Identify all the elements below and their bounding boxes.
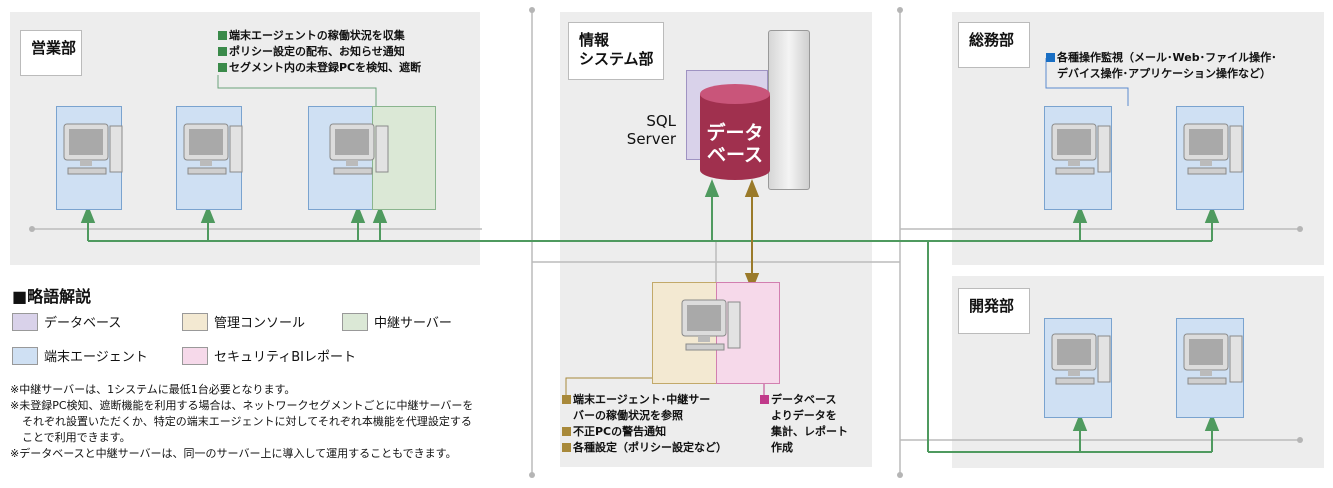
- legend-item-relay: 中継サーバー: [342, 312, 452, 331]
- report-note-3: 集計、レポート: [771, 425, 848, 438]
- green-square-icon: [218, 63, 227, 72]
- footnote-3: ※データベースと中継サーバーは、同一のサーバー上に導入して運用することもできます…: [10, 447, 457, 460]
- report-swatch: [182, 346, 208, 365]
- console-swatch: [182, 312, 208, 331]
- monitor-note-line-2: デバイス操作･アプリケーション操作など）: [1057, 67, 1271, 80]
- security-bi-report-pc: [716, 282, 780, 384]
- legend-label-relay: 中継サーバー: [374, 316, 452, 331]
- report-notes: データベース よりデータを 集計、レポート 作成: [760, 392, 848, 456]
- legend-item-agent: 端末エージェント: [12, 346, 148, 365]
- tan-square-icon: [562, 395, 571, 404]
- green-square-icon: [218, 47, 227, 56]
- footnote-1: ※中継サーバーは、1システムに最低1台必要となります。: [10, 383, 296, 396]
- legend-label-database: データベース: [44, 316, 122, 331]
- monitor-note: 各種操作監視（メール･Web･ファイル操作･ デバイス操作･アプリケーション操作…: [1046, 50, 1277, 82]
- agent-swatch: [12, 346, 38, 365]
- relay-note-3: セグメント内の未登録PCを検知、遮断: [229, 61, 422, 74]
- console-note-1a: 端末エージェント･中継サー: [573, 393, 711, 406]
- dept-label-eigyo: 営業部: [20, 30, 82, 76]
- magenta-square-icon: [760, 395, 769, 404]
- relay-note-2: ポリシー設定の配布、お知らせ通知: [229, 45, 405, 58]
- console-note-3: 各種設定（ポリシー設定など）: [573, 441, 727, 454]
- legend-item-database: データベース: [12, 312, 121, 331]
- legend-label-agent: 端末エージェント: [44, 350, 148, 365]
- legend-label-report: セキュリティBIレポート: [214, 350, 356, 365]
- report-note-1: データベース: [771, 393, 837, 406]
- tan-square-icon: [562, 443, 571, 452]
- legend-label-console: 管理コンソール: [214, 316, 306, 331]
- blue-square-icon: [1046, 53, 1055, 62]
- footnote-2: ※未登録PC検知、遮断機能を利用する場合は、ネットワークセグメントごとに中継サー…: [10, 399, 474, 444]
- relay-swatch: [342, 312, 368, 331]
- database-swatch: [12, 312, 38, 331]
- report-note-4: 作成: [771, 441, 793, 454]
- relay-server-notes: 端末エージェントの稼働状況を収集 ポリシー設定の配布、お知らせ通知 セグメント内…: [218, 28, 421, 76]
- sql-server-label: SQL Server: [626, 112, 676, 148]
- console-note-1b: バーの稼働状況を参照: [573, 409, 683, 422]
- database-label: データ ベース: [706, 122, 764, 166]
- server-tower: [768, 30, 810, 190]
- dept-label-kaihatsu: 開発部: [958, 288, 1030, 334]
- console-note-2: 不正PCの警告通知: [573, 425, 667, 438]
- console-notes: 端末エージェント･中継サー バーの稼働状況を参照 不正PCの警告通知 各種設定（…: [562, 392, 727, 456]
- relay-note-1: 端末エージェントの稼働状況を収集: [229, 29, 405, 42]
- dept-label-joho: 情報 システム部: [568, 22, 664, 80]
- monitor-note-line-1: 各種操作監視（メール･Web･ファイル操作･: [1057, 51, 1277, 64]
- report-note-2: よりデータを: [771, 409, 837, 422]
- tan-square-icon: [562, 427, 571, 436]
- footnotes: ※中継サーバーは、1システムに最低1台必要となります。 ※未登録PC検知、遮断機…: [10, 382, 480, 462]
- legend-item-report: セキュリティBIレポート: [182, 346, 356, 365]
- legend-title: ■略語解説: [12, 287, 92, 306]
- green-square-icon: [218, 31, 227, 40]
- dept-label-somu: 総務部: [958, 22, 1030, 68]
- legend-item-console: 管理コンソール: [182, 312, 305, 331]
